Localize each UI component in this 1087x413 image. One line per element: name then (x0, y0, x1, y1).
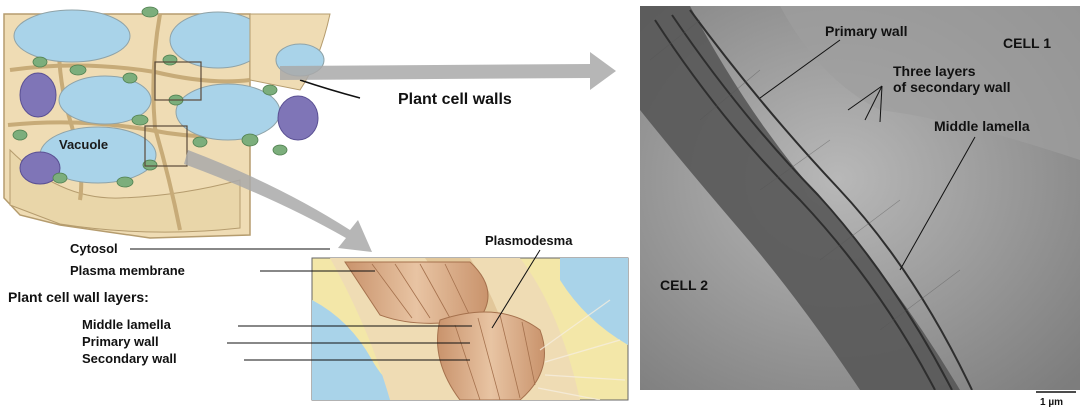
cell1-label: CELL 1 (1003, 35, 1051, 51)
middle-lamella-label: Middle lamella (82, 317, 172, 332)
scale-label: 1 µm (1040, 397, 1063, 408)
electron-micrograph: Primary wall CELL 1 Three layers of seco… (640, 6, 1080, 408)
cell-walls-label: Plant cell walls (398, 91, 512, 108)
zoom-arrow-to-micrograph (280, 52, 616, 90)
nucleus-right (278, 96, 318, 140)
micrograph-middle-lamella-label: Middle lamella (934, 118, 1030, 134)
wall-layers-heading: Plant cell wall layers: (8, 289, 149, 305)
plasmodesma-label: Plasmodesma (485, 233, 573, 248)
vacuole-label: Vacuole (59, 137, 108, 152)
cell2-label: CELL 2 (660, 277, 708, 293)
cell-walls-leader (300, 80, 360, 98)
detail-plasmodesma-lower (438, 312, 545, 400)
primary-wall-label: Primary wall (82, 334, 159, 349)
wall-detail-diagram: Plasmodesma Cytosol Plasma membrane Plan… (8, 233, 628, 400)
three-layers-label-line1: Three layers (893, 63, 976, 79)
cytosol-label: Cytosol (70, 241, 118, 256)
secondary-wall-label: Secondary wall (82, 351, 177, 366)
micrograph-primary-wall-label: Primary wall (825, 23, 908, 39)
vacuole-top-left (14, 10, 130, 62)
nucleus-left (20, 73, 56, 117)
plasma-membrane-label: Plasma membrane (70, 263, 185, 278)
plant-cells-illustration: Vacuole Plant cell walls (4, 7, 512, 238)
three-layers-label-line2: of secondary wall (893, 79, 1010, 95)
